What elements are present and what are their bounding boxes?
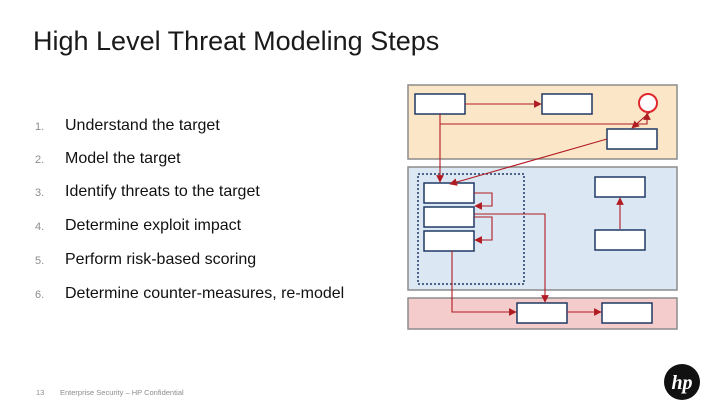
process-box: [601, 302, 653, 324]
process-box: [594, 229, 646, 251]
step-number: 1.: [35, 121, 45, 133]
data-flow-arrow: [474, 213, 549, 303]
process-box: [606, 128, 658, 150]
data-flow-arrow: [451, 251, 517, 316]
slide-title: High Level Threat Modeling Steps: [33, 26, 440, 56]
step-number: 2.: [35, 154, 45, 166]
step-text: Determine exploit impact: [65, 217, 242, 234]
process-box: [594, 176, 646, 198]
process-box: [423, 182, 475, 204]
hp-logo-text: hp: [671, 372, 692, 394]
step-text: Determine counter-measures, re-model: [65, 285, 345, 302]
step-number: 3.: [35, 187, 45, 199]
process-box: [414, 93, 466, 115]
step-number: 4.: [35, 221, 45, 233]
hp-logo-icon: hp: [663, 363, 701, 401]
data-flow-arrow: [474, 192, 493, 210]
process-box: [516, 302, 568, 324]
data-flow-arrow: [474, 216, 493, 244]
step-text: Model the target: [65, 150, 181, 167]
step-number: 5.: [35, 255, 45, 267]
step-text: Understand the target: [65, 117, 220, 134]
trust-boundary: [417, 173, 525, 285]
data-flow-arrow: [440, 112, 651, 125]
step-number: 6.: [35, 289, 45, 301]
step-text: Perform risk-based scoring: [65, 251, 257, 268]
data-flow-arrow: [631, 111, 651, 129]
page-number: 13: [36, 388, 45, 397]
external-entity-icon: [638, 93, 658, 113]
footer-confidential-text: Enterprise Security – HP Confidential: [60, 388, 184, 397]
process-box: [541, 93, 593, 115]
process-box: [423, 206, 475, 228]
process-box: [423, 230, 475, 252]
data-flow-arrow: [449, 138, 608, 186]
step-text: Identify threats to the target: [65, 183, 260, 200]
